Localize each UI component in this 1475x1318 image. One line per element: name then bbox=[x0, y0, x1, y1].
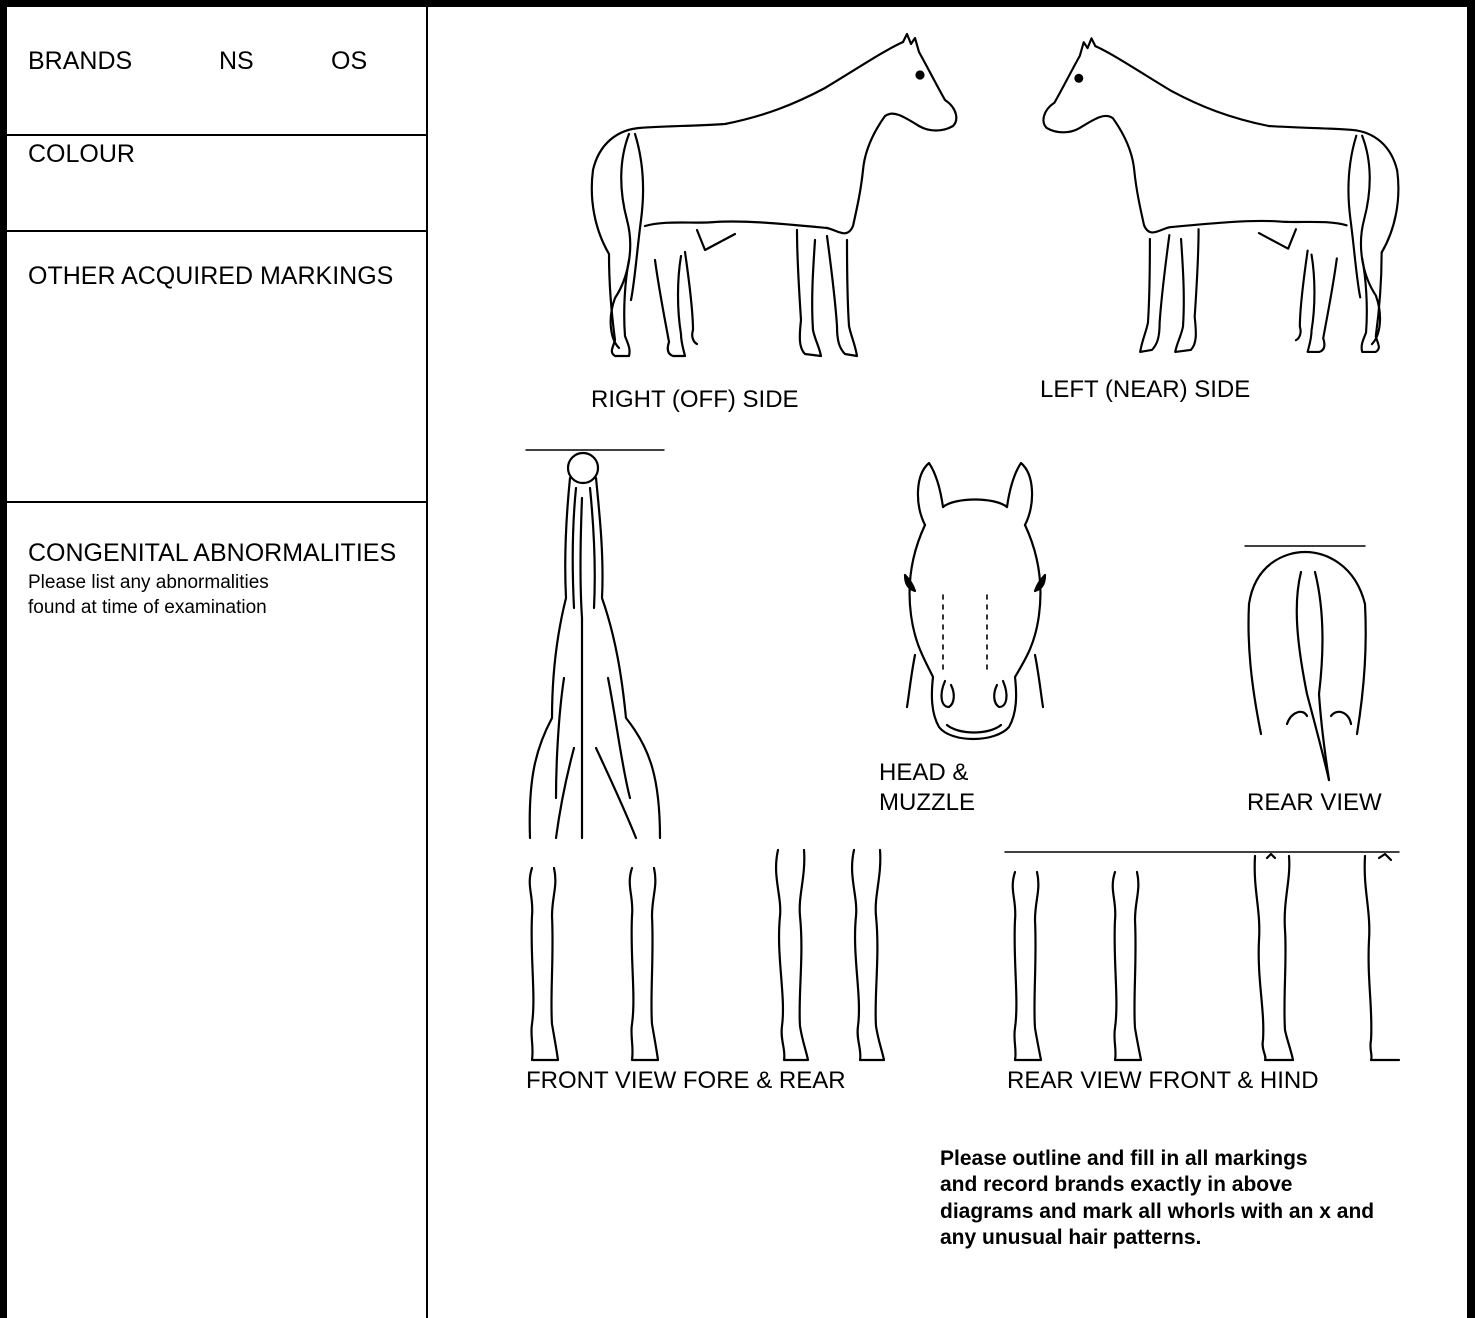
congenital-label: CONGENITAL ABNORMALITIES bbox=[28, 541, 396, 566]
row-divider-colour bbox=[7, 230, 426, 232]
os-label: OS bbox=[331, 49, 367, 74]
horse-right-side-diagram bbox=[585, 30, 965, 370]
instructions-line3: diagrams and mark all whorls with an x a… bbox=[940, 1199, 1374, 1225]
colour-label: COLOUR bbox=[28, 142, 135, 167]
head-caption-line2: MUZZLE bbox=[879, 788, 975, 818]
right-border bbox=[1467, 0, 1475, 1318]
front-legs-diagram bbox=[524, 846, 894, 1064]
instructions-text: Please outline and fill in all markings … bbox=[940, 1146, 1374, 1251]
rear-view-caption: REAR VIEW bbox=[1247, 788, 1382, 818]
instructions-line2: and record brands exactly in above bbox=[940, 1172, 1374, 1198]
congenital-hint-2: found at time of examination bbox=[28, 597, 267, 619]
instructions-line1: Please outline and fill in all markings bbox=[940, 1146, 1374, 1172]
top-border bbox=[0, 0, 1475, 7]
horse-head-diagram bbox=[885, 445, 1060, 760]
row-divider-markings bbox=[7, 501, 426, 503]
other-markings-label: OTHER ACQUIRED MARKINGS bbox=[28, 264, 393, 289]
column-divider bbox=[426, 0, 428, 1318]
horse-rear-view-diagram bbox=[1245, 544, 1367, 784]
right-side-caption: RIGHT (OFF) SIDE bbox=[591, 385, 799, 415]
congenital-hint-1: Please list any abnormalities bbox=[28, 572, 269, 594]
horse-top-view-diagram bbox=[526, 448, 666, 838]
ns-label: NS bbox=[219, 49, 254, 74]
left-side-caption: LEFT (NEAR) SIDE bbox=[1040, 375, 1250, 405]
row-divider-brands bbox=[7, 134, 426, 136]
rear-legs-caption: REAR VIEW FRONT & HIND bbox=[1007, 1066, 1319, 1096]
brands-label: BRANDS bbox=[28, 49, 132, 74]
front-legs-caption: FRONT VIEW FORE & REAR bbox=[526, 1066, 846, 1096]
head-caption: HEAD & MUZZLE bbox=[879, 758, 975, 818]
instructions-line4: any unusual hair patterns. bbox=[940, 1225, 1374, 1251]
left-border bbox=[0, 0, 7, 1318]
rear-legs-diagram bbox=[1003, 850, 1401, 1064]
head-caption-line1: HEAD & bbox=[879, 758, 975, 788]
horse-left-side-diagram bbox=[1035, 30, 1405, 370]
